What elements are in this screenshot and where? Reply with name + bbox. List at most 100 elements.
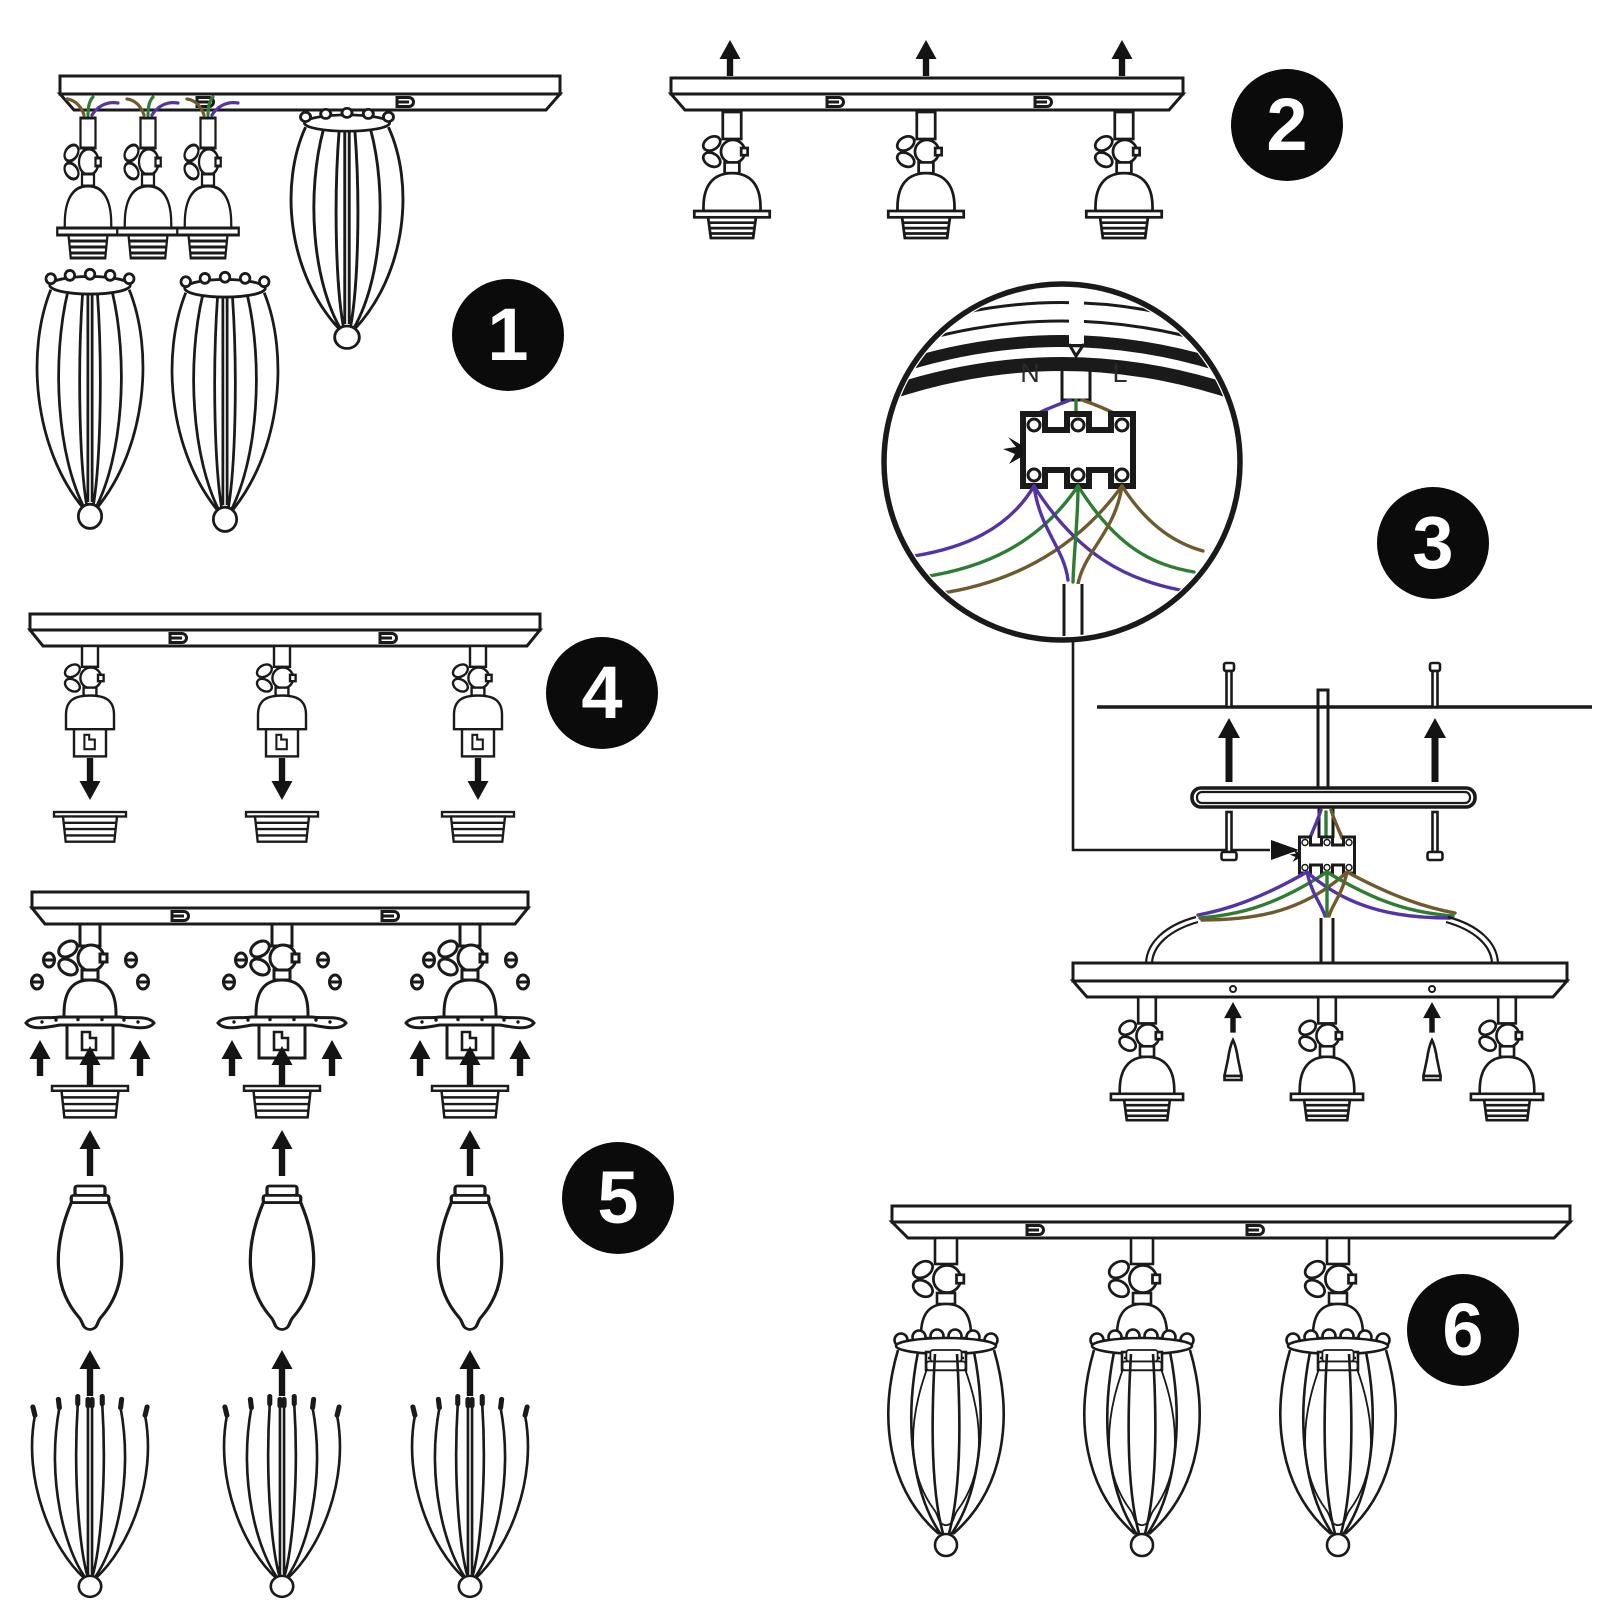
step-2-badge: 2 <box>1231 69 1343 181</box>
caged-lamp-icon <box>888 1238 1003 1556</box>
step-3-badge: 3 <box>1377 487 1489 599</box>
edison-bulb-icon <box>248 1184 316 1332</box>
arrow-up-icon <box>1423 1002 1441 1033</box>
arrow-up-icon <box>509 1040 531 1076</box>
keyhole-slot-icon <box>1025 1224 1045 1236</box>
terminal-supply-wires <box>1308 808 1344 840</box>
arrow-up-icon <box>915 40 937 76</box>
step-4-illustration <box>26 612 544 843</box>
shade-ring-icon <box>440 810 516 843</box>
arrow-up-icon <box>459 1350 481 1396</box>
arrow-up-icon <box>1424 718 1446 782</box>
arrow-up-icon <box>79 1130 101 1176</box>
mounting-screw-icon <box>1220 810 1238 862</box>
center-slot <box>1069 288 1084 344</box>
arrow-up-icon <box>409 1040 431 1076</box>
lamp-socket-icon <box>1111 997 1183 1120</box>
caged-lamp-icon <box>1280 1238 1395 1556</box>
step-6-illustration <box>888 1204 1574 1556</box>
step-1-illustration <box>35 74 564 533</box>
arrow-down-icon <box>79 758 101 800</box>
cage-shade-icon <box>32 1396 148 1596</box>
terminal-block-icon <box>1003 414 1133 486</box>
ceiling-screw-icon <box>1428 661 1442 709</box>
arrow-up-icon <box>271 1350 293 1396</box>
edison-bulb-icon <box>436 1184 504 1332</box>
terminal-block-icon <box>1288 835 1356 875</box>
arrow-up-icon <box>321 1040 343 1076</box>
step-4-number: 4 <box>581 651 623 734</box>
shade-ring-icon <box>52 810 128 843</box>
lamp-socket-icon <box>255 646 306 756</box>
cable-tube-outline <box>1062 584 1084 636</box>
finial-cap-icon <box>1223 1038 1243 1082</box>
cage-shade-icon <box>289 106 405 350</box>
lamp-socket-icon <box>63 646 114 756</box>
arrow-down-icon <box>271 758 293 800</box>
keyhole-slot-icon <box>1245 1224 1265 1236</box>
arrow-down-icon <box>467 758 489 800</box>
step-6-badge: 6 <box>1407 1274 1519 1386</box>
arrow-up-icon <box>1111 40 1133 76</box>
step-2-number: 2 <box>1266 83 1308 166</box>
mounting-bar <box>56 74 564 112</box>
mounting-bracket-inner <box>1195 790 1472 805</box>
keyhole-slot-icon <box>168 632 188 644</box>
leader-arrow-icon <box>1271 840 1299 860</box>
cable-tube <box>1319 918 1335 963</box>
edison-bulb-icon <box>56 1184 124 1332</box>
magnifier-circle <box>881 281 1243 643</box>
mounting-bar <box>28 890 532 926</box>
arrow-up-icon <box>459 1130 481 1176</box>
step-5-illustration <box>26 890 534 1597</box>
arrow-up-icon <box>221 1040 243 1076</box>
arrow-up-icon <box>79 1350 101 1396</box>
step-5-column <box>26 924 154 1597</box>
arrow-up-icon <box>1224 1002 1242 1033</box>
lamp-socket-icon <box>1471 997 1543 1120</box>
shade-ring-icon <box>430 1084 510 1119</box>
keyhole-slot-icon <box>380 910 400 922</box>
mounting-bracket <box>1190 786 1477 809</box>
neutral-label: N <box>1020 358 1040 388</box>
keyhole-slot-icon <box>170 910 190 922</box>
fixture-bar <box>1069 961 1571 999</box>
shade-ring-icon <box>242 1084 322 1119</box>
cable-sheaths <box>1144 915 1500 964</box>
step-1-badge: 1 <box>452 279 564 391</box>
step-5-column <box>406 924 534 1597</box>
caged-lamp-icon <box>1084 1238 1199 1556</box>
center-rod <box>1316 688 1330 790</box>
lamp-socket-icon <box>406 924 534 1058</box>
mounting-bar <box>26 612 544 648</box>
fixture-wires <box>1196 870 1457 922</box>
step-4-badge: 4 <box>546 637 658 749</box>
keyhole-slot-icon <box>825 96 845 108</box>
lamp-socket-icon <box>117 118 179 258</box>
arrow-up-icon <box>271 1130 293 1176</box>
live-label: L <box>1112 358 1127 388</box>
cage-shade-icon <box>35 267 145 530</box>
lamp-socket-icon <box>26 924 154 1058</box>
mounting-bar <box>667 76 1187 112</box>
arrow-up-icon <box>29 1040 51 1076</box>
cage-shade-icon <box>170 270 280 533</box>
cage-shade-icon <box>412 1396 528 1596</box>
step-3-wiring-detail: N L <box>881 281 1299 860</box>
leader-line <box>1071 640 1270 852</box>
step-3-assembly <box>1069 661 1592 1120</box>
slot-notch <box>1067 343 1086 359</box>
lamp-socket-icon <box>57 118 119 258</box>
finial-cap-icon <box>1422 1038 1442 1082</box>
shade-ring-icon <box>244 810 320 843</box>
keyhole-slot-icon <box>378 632 398 644</box>
lamp-socket-icon <box>1291 997 1363 1120</box>
ceiling-screw-icon <box>1222 661 1236 709</box>
lamp-socket-icon <box>177 118 239 258</box>
step-5-column <box>218 924 346 1597</box>
lamp-socket-icon <box>888 112 963 238</box>
keyhole-slot-icon <box>1033 96 1053 108</box>
step-3-number: 3 <box>1412 501 1454 584</box>
cable-tube <box>1066 584 1080 636</box>
